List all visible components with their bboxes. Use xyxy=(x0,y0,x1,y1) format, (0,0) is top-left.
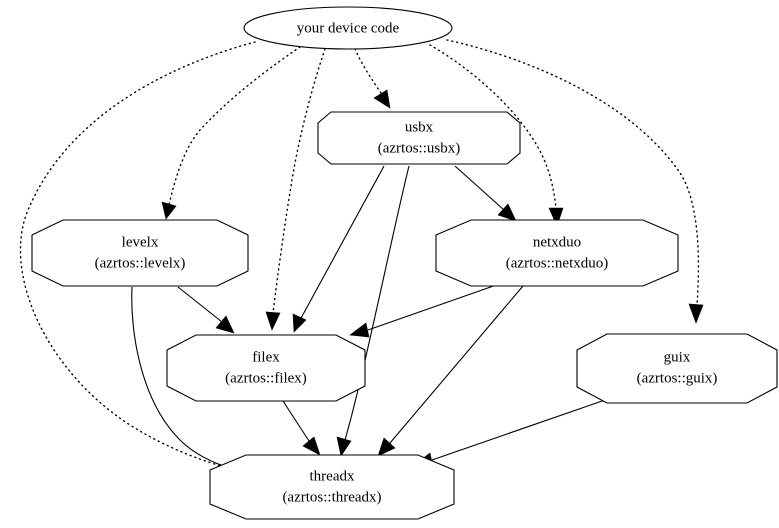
node-label-threadx-name: threadx xyxy=(310,468,355,484)
node-label-usbx-name: usbx xyxy=(405,119,434,135)
node-label-threadx-namespace: (azrtos::threadx) xyxy=(282,489,381,505)
edge-usbx-to-netxduo xyxy=(454,165,517,222)
node-your-device-code[interactable]: your device code xyxy=(243,6,453,50)
node-label-usbx-namespace: (azrtos::usbx) xyxy=(378,140,460,156)
node-label-levelx-namespace: (azrtos::levelx) xyxy=(95,255,186,271)
node-label-filex-namespace: (azrtos::filex) xyxy=(225,370,307,386)
node-netxduo[interactable]: netxduo (azrtos::netxduo) xyxy=(435,219,679,287)
edge-netxduo-to-threadx xyxy=(377,285,524,457)
edge-usbx-to-threadx xyxy=(336,165,410,457)
node-filex[interactable]: filex (azrtos::filex) xyxy=(166,334,366,402)
edge-netxduo-to-filex xyxy=(349,282,503,338)
edge-device-to-usbx xyxy=(354,48,391,109)
node-shape-octagon xyxy=(209,454,455,520)
edge-filex-to-threadx xyxy=(282,400,321,456)
node-label-filex-name: filex xyxy=(252,349,280,365)
edge-levelx-to-filex xyxy=(177,286,235,334)
node-levelx[interactable]: levelx (azrtos::levelx) xyxy=(31,219,249,287)
node-guix[interactable]: guix (azrtos::guix) xyxy=(576,333,778,404)
edge-usbx-to-filex xyxy=(292,165,385,333)
node-shape-octagon xyxy=(317,111,521,165)
node-label-netxduo-name: netxduo xyxy=(533,234,581,250)
node-shape-octagon xyxy=(31,219,249,287)
node-label-guix-namespace: (azrtos::guix) xyxy=(637,370,718,386)
edge-device-to-filex xyxy=(265,48,326,331)
node-shape-octagon xyxy=(435,219,679,287)
node-threadx[interactable]: threadx (azrtos::threadx) xyxy=(209,454,455,520)
edge-device-to-levelx xyxy=(161,46,301,220)
node-label-guix-name: guix xyxy=(664,349,691,365)
edge-guix-to-threadx xyxy=(412,399,606,468)
node-label-netxduo-namespace: (azrtos::netxduo) xyxy=(506,255,608,271)
node-usbx[interactable]: usbx (azrtos::usbx) xyxy=(317,111,521,165)
edge-device-to-guix xyxy=(446,39,704,324)
node-label-levelx-name: levelx xyxy=(122,234,159,250)
node-shape-ellipse xyxy=(243,6,453,50)
node-shape-octagon xyxy=(166,334,366,402)
node-label-device: your device code xyxy=(297,20,400,36)
edge-device-to-netxduo xyxy=(429,44,564,227)
node-shape-octagon xyxy=(576,333,778,404)
